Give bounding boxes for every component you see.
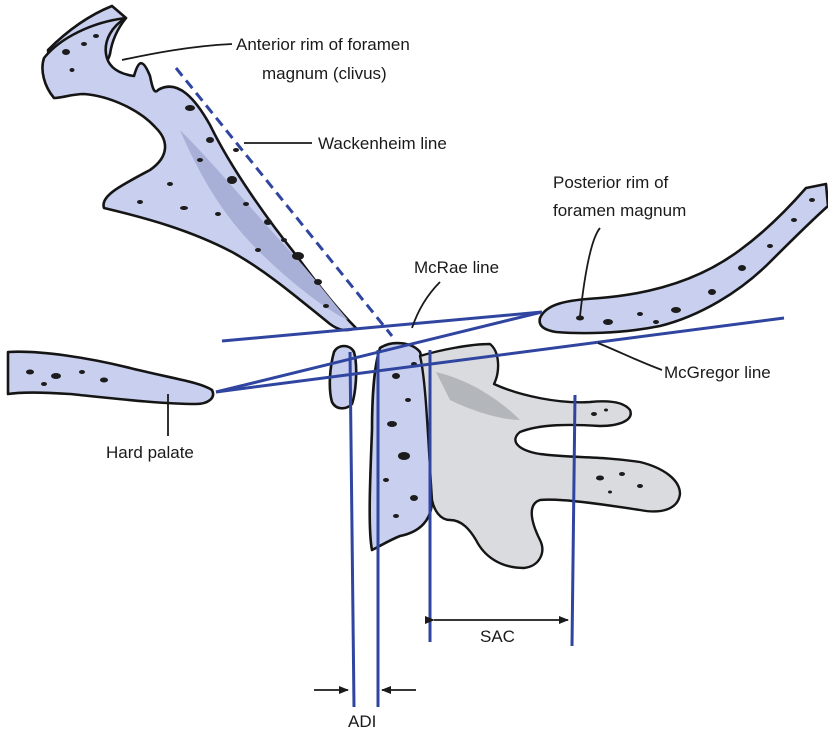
adi-line-anterior <box>350 352 354 707</box>
mcrae-label: McRae line <box>414 258 499 277</box>
c2-posterior-elements <box>420 344 680 568</box>
clivus-bone <box>42 6 356 330</box>
posterior-rim-label-2: foramen magnum <box>553 201 686 220</box>
hard-palate-bone <box>8 352 213 404</box>
mcgregor-label: McGregor line <box>664 363 771 382</box>
mcrae-line <box>222 312 542 341</box>
anterior-rim-label-1: Anterior rim of foramen <box>236 35 410 54</box>
hard-palate-label: Hard palate <box>106 443 194 462</box>
sac-label: SAC <box>480 627 515 646</box>
adi-label: ADI <box>348 712 376 730</box>
posterior-rim-label-1: Posterior rim of <box>553 173 669 192</box>
sac-line-posterior <box>572 395 575 646</box>
anterior-rim-label-2: magnum (clivus) <box>262 64 387 83</box>
wackenheim-label: Wackenheim line <box>318 134 447 153</box>
